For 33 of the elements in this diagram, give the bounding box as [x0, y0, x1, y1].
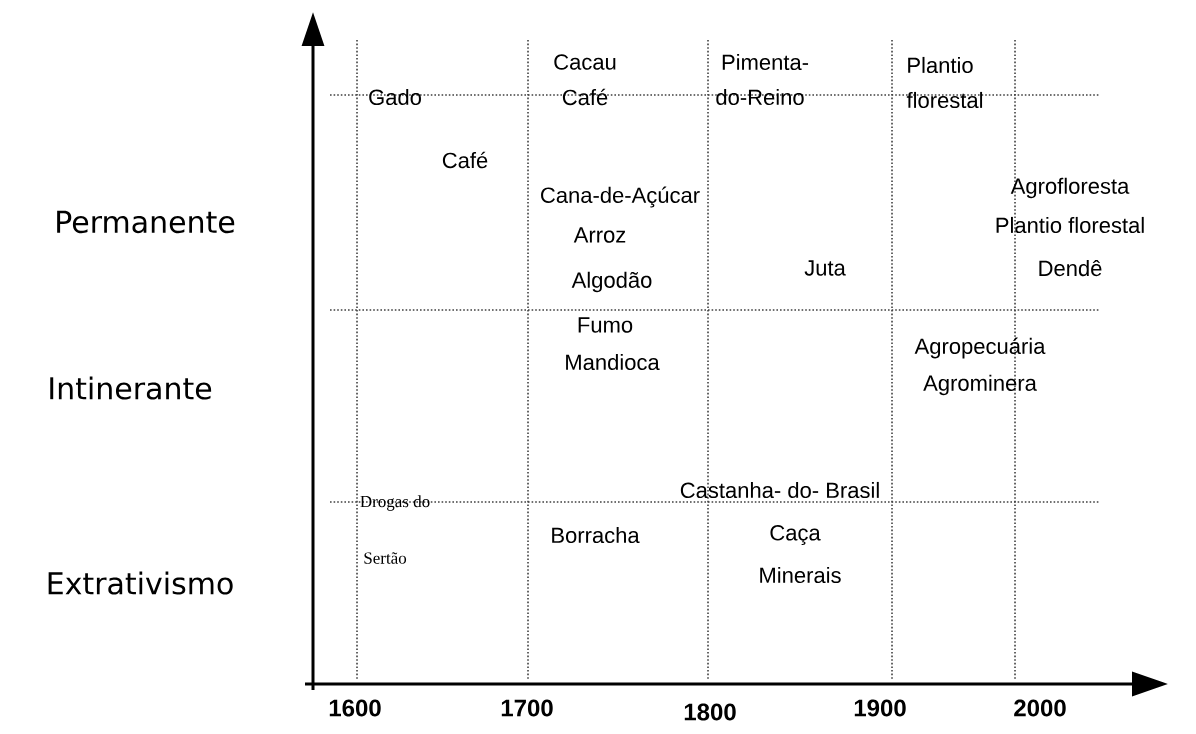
tick-label: 1900 [854, 699, 906, 717]
crop-label: Arroz [573, 227, 626, 243]
crop-label: Plantio florestal [996, 216, 1144, 234]
crop-label: Agrofloresta [1010, 177, 1130, 199]
row-label: Extrativismo [48, 571, 233, 595]
crop-label: Castanha- do- Brasil [680, 481, 879, 499]
crop-label: Dendê [1039, 259, 1102, 277]
crop-label: Caça [770, 525, 821, 545]
tick-label: 1800 [684, 703, 736, 721]
crop-label: Cana-de-Açúcar [541, 186, 700, 208]
crop-label: Drogas do [360, 495, 430, 511]
row-label: Intinerante [50, 376, 212, 400]
crop-label: Gado [369, 88, 421, 106]
row-label: Permanente [57, 210, 235, 234]
crop-label: florestal [906, 91, 983, 109]
crop-label: Agrominera [923, 374, 1037, 396]
crop-label: Minerais [760, 566, 841, 584]
crop-label: Café [562, 88, 608, 106]
crop-label: Mandioca [566, 353, 660, 371]
crop-label: Algodão [571, 271, 652, 293]
crop-label: Plantio [908, 56, 973, 74]
crop-label: Sertão [364, 552, 407, 564]
crop-label: Pimenta- [722, 53, 809, 71]
crop-label: do-Reino [716, 88, 804, 106]
crop-label: Cacau [554, 54, 616, 70]
tick-label: 2000 [1014, 699, 1066, 717]
crop-label: Café [442, 151, 488, 169]
tick-label: 1600 [329, 699, 381, 717]
crop-label: Agropecuária [914, 337, 1046, 359]
crop-label: Fumo [578, 317, 633, 333]
tick-label: 1700 [501, 699, 553, 717]
crop-label: Juta [804, 260, 846, 276]
crop-label: Borracha [552, 526, 640, 544]
